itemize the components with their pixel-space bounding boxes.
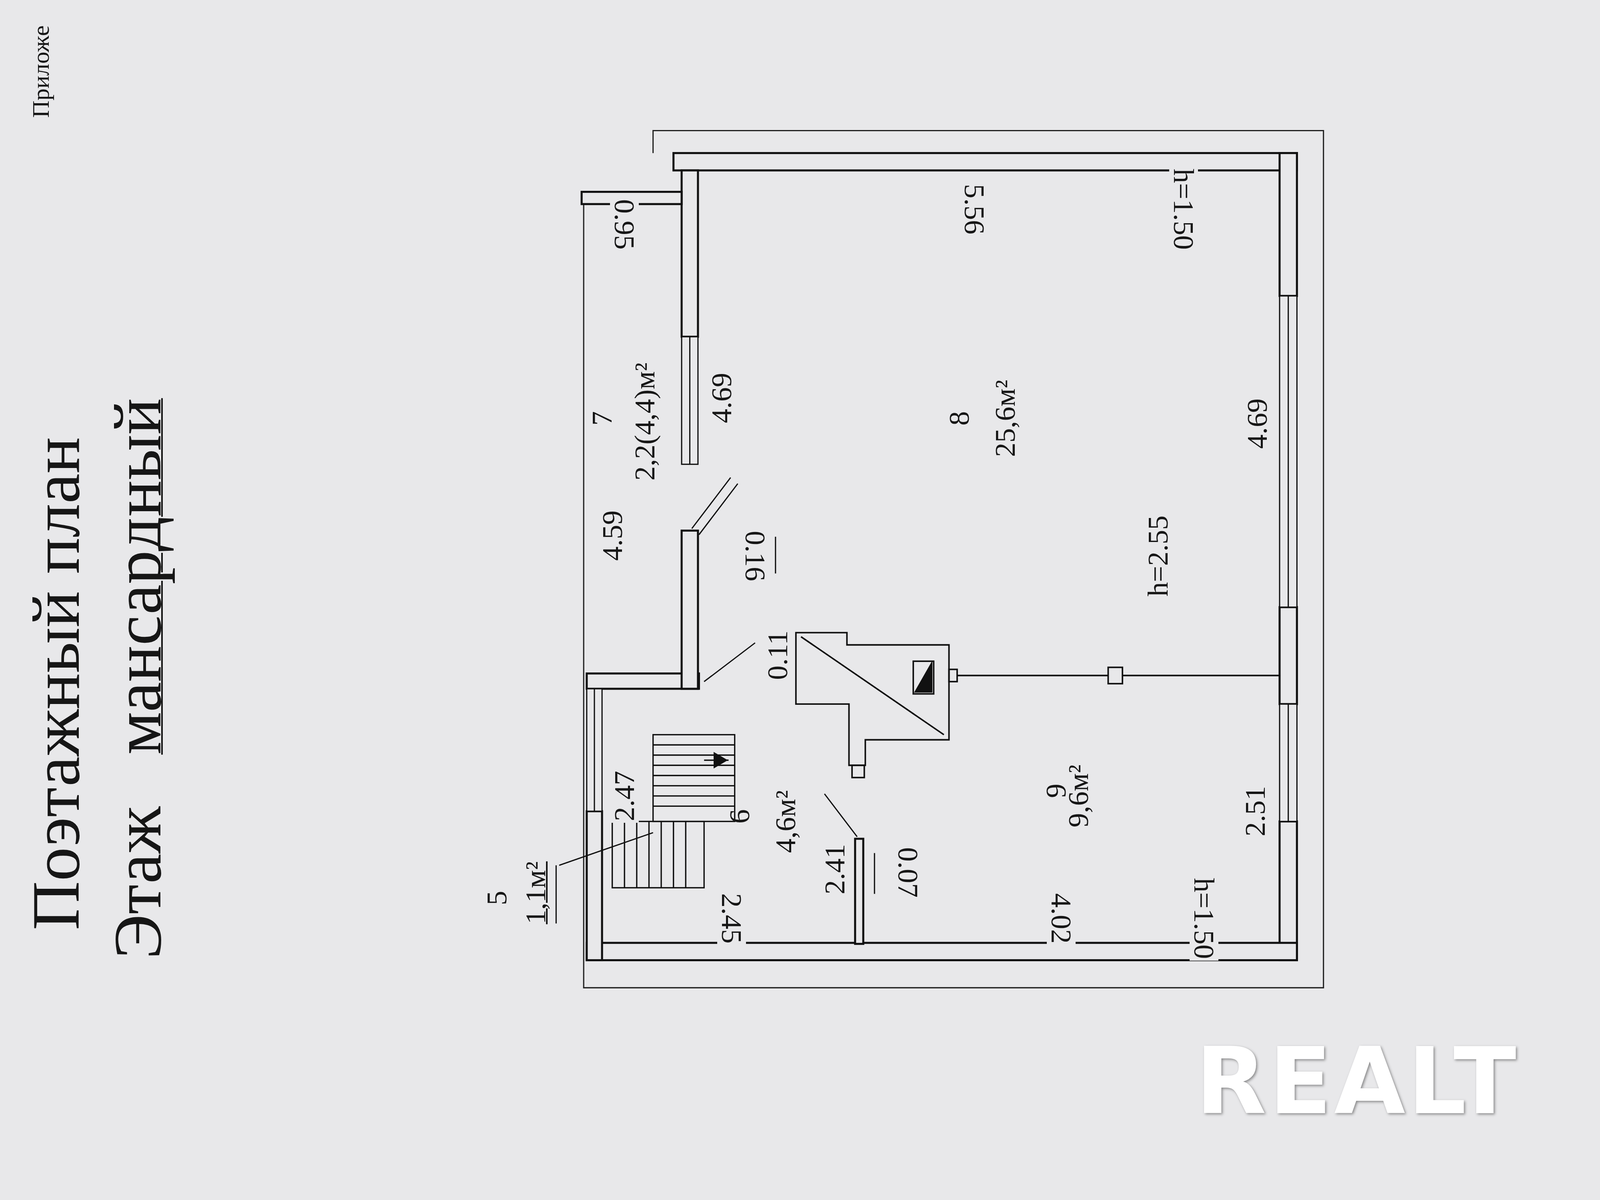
room-area: 2,2(4,4)м² [630, 362, 660, 481]
dimension: 0.07 [893, 845, 923, 900]
dimension: 2.41 [820, 842, 850, 896]
dimension: 4.69 [1242, 396, 1272, 451]
dimension: 4.59 [598, 508, 627, 563]
windows [586, 296, 1298, 822]
room-number: 6 [725, 809, 754, 824]
plan-title: Поэтажный план [22, 437, 90, 931]
stove-symbol [796, 632, 1280, 778]
room-area: 9,6м² [1064, 764, 1093, 828]
room-number: 8 [944, 411, 974, 426]
walls [581, 153, 1297, 961]
floor-caption: Этаж [103, 806, 172, 960]
floor-name: мансардный [103, 398, 172, 755]
dimension: 2.51 [1240, 784, 1270, 838]
room-area: 25,6м² [990, 379, 1020, 457]
ceiling-height: h=1.50 [1189, 876, 1219, 961]
ceiling-height: h=1.50 [1169, 167, 1198, 252]
room-number: 7 [587, 411, 617, 426]
building-outline [583, 130, 1324, 988]
watermark: REALT [1195, 1035, 1519, 1128]
dimension: 2.45 [717, 891, 746, 946]
page-note: Приложе [28, 25, 53, 118]
dimension: 4.02 [1046, 891, 1076, 946]
dimension-leaders [556, 536, 875, 924]
room-area: 4,6м² [771, 790, 800, 853]
dimension: 0.11 [763, 628, 792, 682]
dimension: 2.47 [610, 769, 639, 823]
dimension: 0.16 [740, 529, 770, 583]
dimension: 0.95 [610, 197, 639, 252]
dimension: 4.69 [707, 371, 736, 425]
room-number: 5 [482, 890, 512, 906]
room-area: 1,1м² [521, 861, 550, 925]
ceiling-height: h=2.55 [1143, 514, 1173, 599]
dimension: 5.56 [960, 182, 989, 236]
